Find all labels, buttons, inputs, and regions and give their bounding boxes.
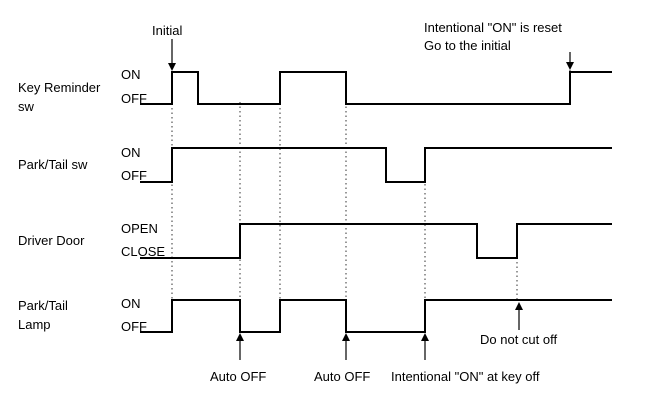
guide-lines [171,70,571,332]
signal-name-line: sw [18,99,35,114]
waveform-park-tail-lamp [140,299,612,333]
signal-name-driver-door: Driver Door [18,233,85,248]
waveform-key-reminder-sw [140,71,612,105]
auto-off-arrow-1 [236,333,244,360]
level-label-low: OFF [121,168,147,183]
level-label-low: CLOSE [121,244,165,259]
annotation-reset-line2: Go to the initial [424,38,511,53]
do-not-cut-off-arrow [515,302,523,330]
signal-name-park-tail-lamp: Park/Tail Lamp [18,298,68,332]
intentional-on-arrow [421,333,429,360]
initial-arrow [168,39,176,71]
level-label-low: OFF [121,91,147,106]
signal-name-line: Park/Tail [18,298,68,313]
annotation-auto-off-1: Auto OFF [210,369,266,384]
level-label-high: ON [121,296,141,311]
auto-off-arrow-2 [342,333,350,360]
waveform-park-tail-sw [140,147,612,183]
signal-name-line: Lamp [18,317,51,332]
level-label-high: OPEN [121,221,158,236]
waveform-driver-door [140,223,612,259]
annotation-initial: Initial [152,23,182,38]
signal-name-key-reminder: Key Reminder sw [18,80,101,114]
annotation-intentional-on: Intentional "ON" at key off [391,369,540,384]
level-label-high: ON [121,67,141,82]
annotation-auto-off-2: Auto OFF [314,369,370,384]
level-label-high: ON [121,145,141,160]
annotation-do-not-cut-off: Do not cut off [480,332,557,347]
signal-name-line: Key Reminder [18,80,101,95]
level-label-low: OFF [121,319,147,334]
annotation-reset-line1: Intentional "ON" is reset [424,20,562,35]
reset-arrow [566,52,574,70]
signal-name-park-tail-sw: Park/Tail sw [18,157,88,172]
